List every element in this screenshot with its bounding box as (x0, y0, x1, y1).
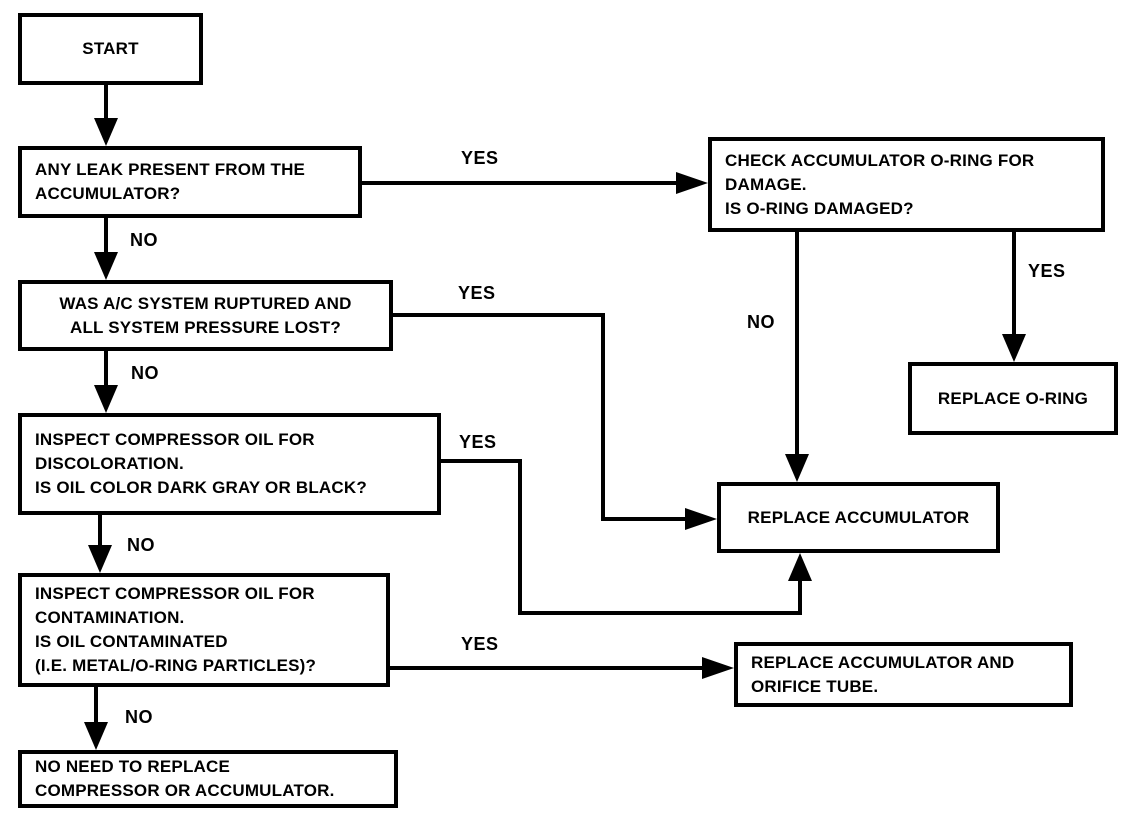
edge-rupture-no-arrowhead (94, 385, 118, 413)
edge-leak-yes-label: YES (461, 148, 499, 168)
edge-rupture-yes-arrowhead (685, 508, 717, 530)
edge-leak-no-arrowhead (94, 252, 118, 280)
edge-start-leak-arrowhead (94, 118, 118, 146)
node-question-rupture: WAS A/C SYSTEM RUPTURED AND ALL SYSTEM P… (18, 280, 393, 351)
edge-discoloration-yes-label: YES (459, 432, 497, 452)
node-question-leak-label: ANY LEAK PRESENT FROM THE ACCUMULATOR? (35, 160, 306, 203)
edge-leak-yes-arrowhead (676, 172, 708, 194)
edge-rupture-no-line (104, 351, 108, 387)
edge-contamination-yes-line (390, 666, 704, 670)
node-replace-accumulator-label: REPLACE ACCUMULATOR (747, 507, 970, 527)
edge-discoloration-yes-line-4 (798, 578, 802, 615)
node-replace-oring: REPLACE O-RING (908, 362, 1118, 435)
node-start: START (18, 13, 203, 85)
edge-rupture-yes-line-2 (601, 313, 605, 521)
node-question-contamination: INSPECT COMPRESSOR OIL FOR CONTAMINATION… (18, 573, 390, 687)
edge-rupture-yes-line-3 (601, 517, 687, 521)
node-question-rupture-label: WAS A/C SYSTEM RUPTURED AND ALL SYSTEM P… (59, 293, 352, 337)
edge-discoloration-no-label: NO (127, 535, 155, 555)
node-end-no-replacement-label: NO NEED TO REPLACE COMPRESSOR OR ACCUMUL… (35, 757, 335, 800)
edge-leak-yes-line (362, 181, 678, 185)
node-question-oring: CHECK ACCUMULATOR O-RING FOR DAMAGE. IS … (708, 137, 1105, 232)
edge-leak-no-line (104, 218, 108, 254)
edge-oring-no-line (795, 232, 799, 456)
edge-oring-yes-line (1012, 232, 1016, 336)
node-replace-accumulator-orifice: REPLACE ACCUMULATOR AND ORIFICE TUBE. (734, 642, 1073, 707)
edge-discoloration-yes-arrowhead (788, 553, 812, 581)
node-question-oring-label: CHECK ACCUMULATOR O-RING FOR DAMAGE. IS … (725, 150, 1035, 218)
edge-discoloration-yes-line-1 (441, 459, 522, 463)
node-end-no-replacement: NO NEED TO REPLACE COMPRESSOR OR ACCUMUL… (18, 750, 398, 808)
edge-oring-yes-label: YES (1028, 261, 1066, 281)
edge-contamination-no-line (94, 687, 98, 724)
node-question-contamination-label: INSPECT COMPRESSOR OIL FOR CONTAMINATION… (35, 584, 317, 675)
edge-start-leak-line (104, 85, 108, 122)
edge-contamination-yes-arrowhead (702, 657, 734, 679)
node-question-discoloration: INSPECT COMPRESSOR OIL FOR DISCOLORATION… (18, 413, 441, 515)
edge-discoloration-no-arrowhead (88, 545, 112, 573)
node-replace-accumulator-orifice-label: REPLACE ACCUMULATOR AND ORIFICE TUBE. (751, 652, 1015, 696)
node-replace-accumulator: REPLACE ACCUMULATOR (717, 482, 1000, 553)
edge-oring-no-label: NO (747, 312, 775, 332)
edge-rupture-yes-line-1 (393, 313, 605, 317)
node-question-discoloration-label: INSPECT COMPRESSOR OIL FOR DISCOLORATION… (35, 430, 367, 497)
edge-oring-no-arrowhead (785, 454, 809, 482)
node-start-label: START (82, 39, 139, 58)
edge-contamination-yes-label: YES (461, 634, 499, 654)
edge-contamination-no-label: NO (125, 707, 153, 727)
edge-rupture-yes-label: YES (458, 283, 496, 303)
edge-leak-no-label: NO (130, 230, 158, 250)
edge-discoloration-no-line (98, 515, 102, 547)
edge-discoloration-yes-line-3 (518, 611, 802, 615)
node-replace-oring-label: REPLACE O-RING (937, 388, 1089, 408)
edge-contamination-no-arrowhead (84, 722, 108, 750)
edge-oring-yes-arrowhead (1002, 334, 1026, 362)
node-question-leak: ANY LEAK PRESENT FROM THE ACCUMULATOR? (18, 146, 362, 218)
edge-discoloration-yes-line-2 (518, 459, 522, 615)
edge-rupture-no-label: NO (131, 363, 159, 383)
